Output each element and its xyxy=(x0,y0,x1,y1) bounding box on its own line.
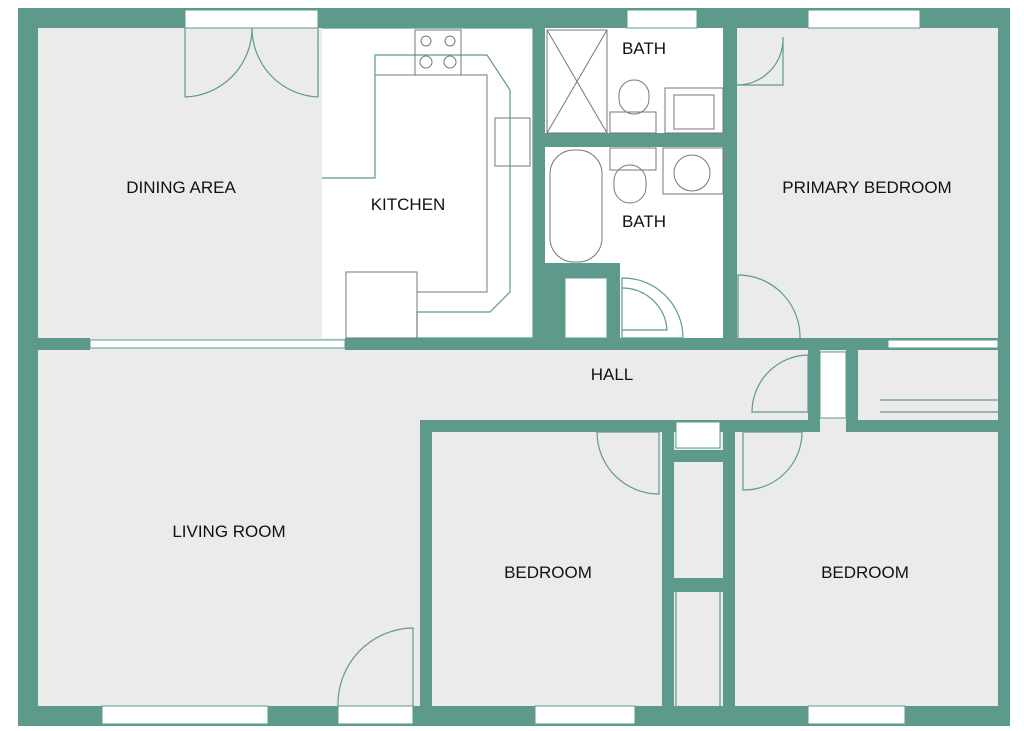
bath-fixtures xyxy=(546,29,724,263)
kitchen-floor xyxy=(322,28,533,338)
dining-living-opening xyxy=(89,339,346,349)
label-bath-top: BATH xyxy=(622,39,666,58)
bathtub-icon xyxy=(549,149,603,263)
kitchen-sink-icon xyxy=(494,117,531,167)
toilet-icon xyxy=(609,111,657,134)
sink-icon xyxy=(664,87,724,134)
label-living-room: LIVING ROOM xyxy=(172,522,285,541)
windows xyxy=(89,9,999,725)
fridge-icon xyxy=(345,271,418,339)
doors xyxy=(184,27,998,707)
label-bath-bottom: BATH xyxy=(622,212,666,231)
label-kitchen: KITCHEN xyxy=(371,195,446,214)
kitchen-counters xyxy=(322,27,534,339)
stove-icon xyxy=(414,29,462,76)
shower-icon xyxy=(546,29,608,134)
toilet-icon-2 xyxy=(613,164,647,204)
label-dining-area: DINING AREA xyxy=(126,178,236,197)
sink-icon-2 xyxy=(662,147,724,195)
room-labels: DINING AREA KITCHEN BATH BATH PRIMARY BE… xyxy=(126,39,952,582)
label-hall: HALL xyxy=(591,365,634,384)
label-bedroom-left: BEDROOM xyxy=(504,563,592,582)
label-bedroom-right: BEDROOM xyxy=(821,563,909,582)
label-primary-bedroom: PRIMARY BEDROOM xyxy=(782,178,951,197)
